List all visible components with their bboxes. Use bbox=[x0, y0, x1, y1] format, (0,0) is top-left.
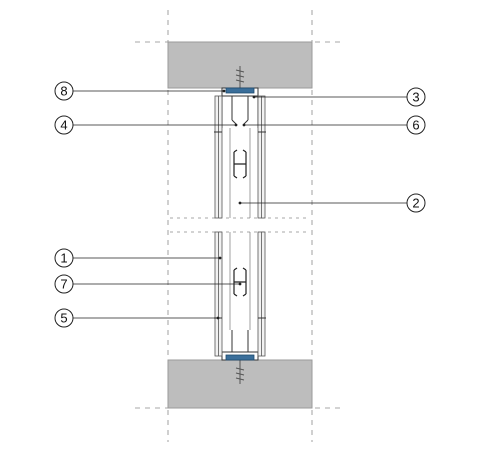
callout-2: 2 bbox=[406, 193, 426, 213]
callout-4: 4 bbox=[54, 115, 74, 135]
callout-1-label: 1 bbox=[60, 251, 67, 266]
callout-3-label: 3 bbox=[412, 90, 419, 105]
callout-5-label: 5 bbox=[60, 311, 67, 326]
stud-cavity bbox=[229, 128, 251, 330]
bottom-anchor-icon bbox=[235, 360, 245, 384]
leader-lines bbox=[73, 90, 407, 319]
callout-1: 1 bbox=[54, 248, 74, 268]
bottom-slab bbox=[167, 359, 313, 409]
callout-7-label: 7 bbox=[60, 277, 67, 292]
callout-6-label: 6 bbox=[412, 118, 419, 133]
callout-6: 6 bbox=[406, 115, 426, 135]
top-track bbox=[221, 87, 259, 128]
leader-dots bbox=[216, 89, 256, 320]
callout-8: 8 bbox=[54, 81, 74, 101]
wall-boards bbox=[214, 95, 266, 357]
callout-3: 3 bbox=[406, 87, 426, 107]
top-anchor-icon bbox=[235, 66, 245, 88]
top-slab bbox=[167, 41, 313, 89]
callout-5: 5 bbox=[54, 308, 74, 328]
callout-2-label: 2 bbox=[412, 196, 419, 211]
callout-7: 7 bbox=[54, 274, 74, 294]
bottom-track bbox=[221, 330, 259, 361]
h-stud-lower bbox=[233, 267, 247, 297]
callout-8-label: 8 bbox=[60, 84, 67, 99]
callout-4-label: 4 bbox=[60, 118, 67, 133]
h-stud-upper bbox=[233, 149, 247, 179]
